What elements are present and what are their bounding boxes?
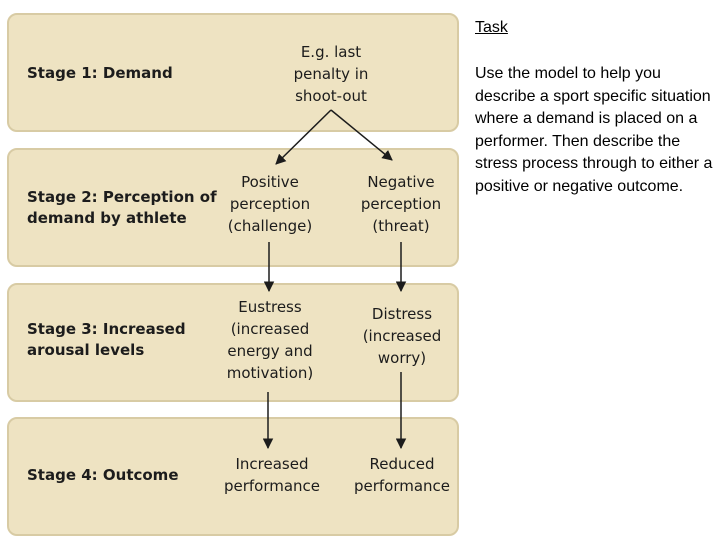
stage-3-label: Stage 3: Increased arousal levels bbox=[27, 320, 186, 359]
distress-box: Distress (increased worry) bbox=[362, 305, 442, 367]
increased-performance: Increased performance bbox=[223, 455, 321, 495]
arrow-demand-to-positive bbox=[275, 109, 332, 165]
task-body: Use the model to help you describe a spo… bbox=[475, 65, 713, 195]
stage-4-label: Stage 4: Outcome bbox=[27, 466, 179, 484]
stage-1-label: Stage 1: Demand bbox=[27, 64, 173, 82]
stage-2-panel: Stage 2: Perception of demand by athlete bbox=[7, 148, 459, 267]
arrow-demand-to-negative bbox=[330, 109, 393, 161]
eustress-box: Eustress (increased energy and motivatio… bbox=[226, 298, 314, 382]
stage-1-panel: Stage 1: Demand bbox=[7, 13, 459, 132]
positive-perception: Positive perception (challenge) bbox=[227, 173, 313, 235]
stage-1-example: E.g. last penalty in shoot-out bbox=[293, 43, 369, 105]
reduced-performance: Reduced performance bbox=[353, 455, 451, 495]
stage-2-label: Stage 2: Perception of demand by athlete bbox=[27, 188, 217, 227]
stage-4-panel: Stage 4: Outcome bbox=[7, 417, 459, 536]
task-title: Task bbox=[475, 19, 508, 36]
stage-3-panel: Stage 3: Increased arousal levels bbox=[7, 283, 459, 402]
negative-perception: Negative perception (threat) bbox=[360, 173, 442, 235]
